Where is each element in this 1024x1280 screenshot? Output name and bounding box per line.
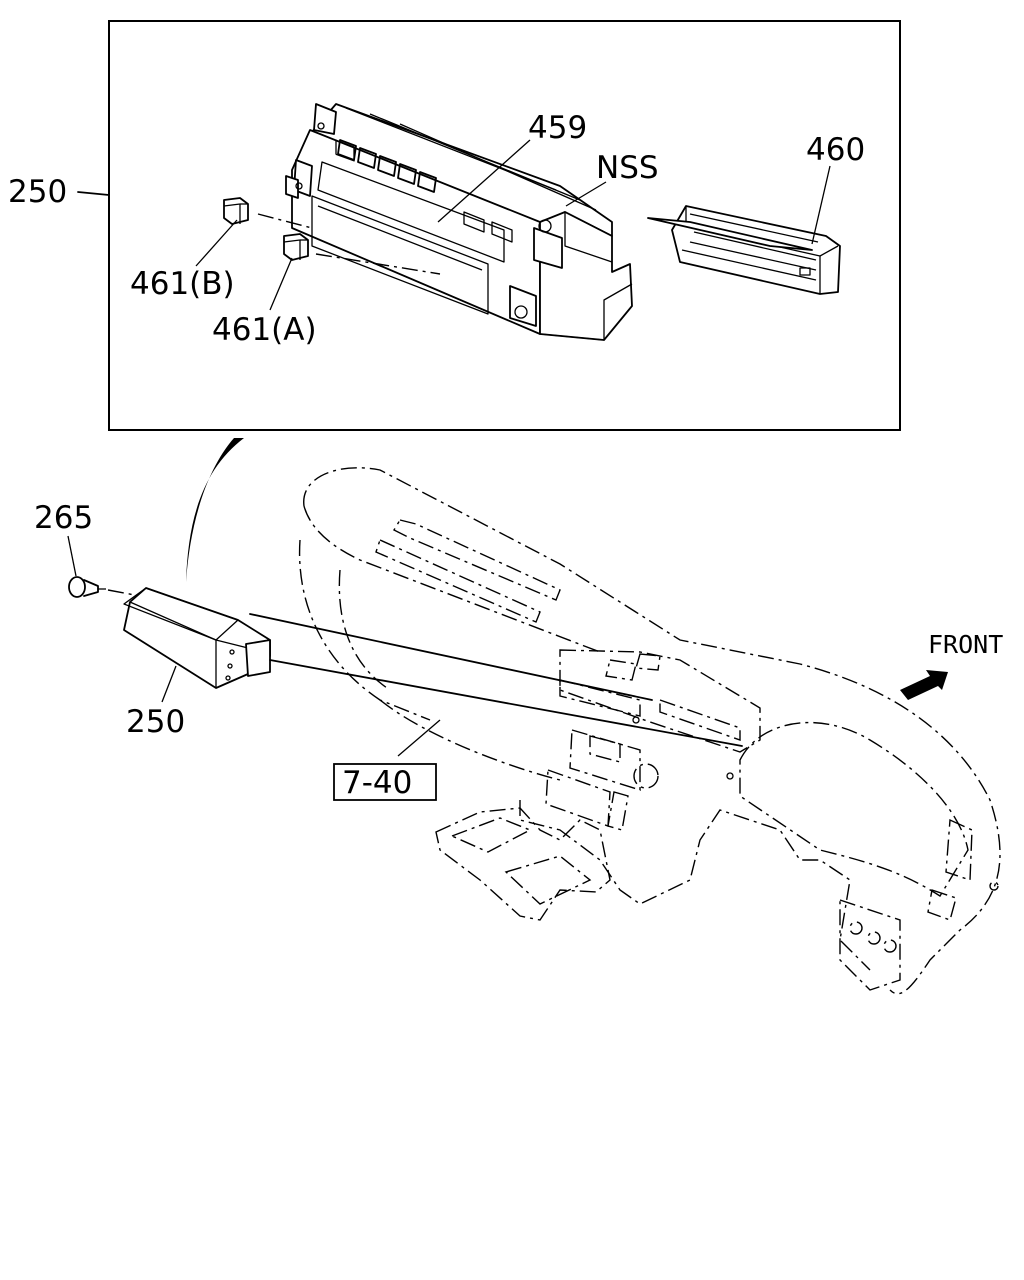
label-knob-a: 461(A) [212, 312, 317, 348]
mount-line-top [249, 613, 653, 701]
small-assembly-drawing [123, 587, 271, 689]
leader-250-bottom [161, 665, 177, 703]
label-knob-b: 461(B) [130, 266, 235, 302]
leader-nss [565, 181, 607, 207]
label-head-unit: 459 [528, 110, 587, 146]
knob-a-drawing [283, 233, 441, 275]
leader-459 [437, 139, 531, 223]
leader-7-40 [397, 719, 441, 757]
cassette-module-drawing [647, 205, 841, 295]
leader-461a [269, 257, 293, 311]
callout-wedge [186, 438, 244, 582]
knob-b-drawing [223, 197, 313, 229]
leader-460 [811, 165, 831, 245]
head-unit-drawing [285, 103, 633, 341]
leader-265 [67, 535, 77, 577]
label-nss: NSS [596, 150, 659, 186]
label-assembly-top: 250 [8, 174, 67, 210]
instrument-panel-drawing [298, 467, 1001, 995]
screw-drawing [68, 576, 141, 598]
label-cassette-module: 460 [806, 132, 865, 168]
mount-line-bottom [269, 659, 743, 747]
label-reference: 7-40 [342, 765, 412, 801]
label-assembly-bottom: 250 [126, 704, 185, 740]
label-front: FRONT [928, 630, 1003, 659]
leader-250-top [77, 191, 110, 196]
reference-box [333, 763, 437, 801]
leader-461b [195, 219, 238, 267]
front-arrow-icon [900, 670, 948, 700]
label-screw: 265 [34, 500, 93, 536]
